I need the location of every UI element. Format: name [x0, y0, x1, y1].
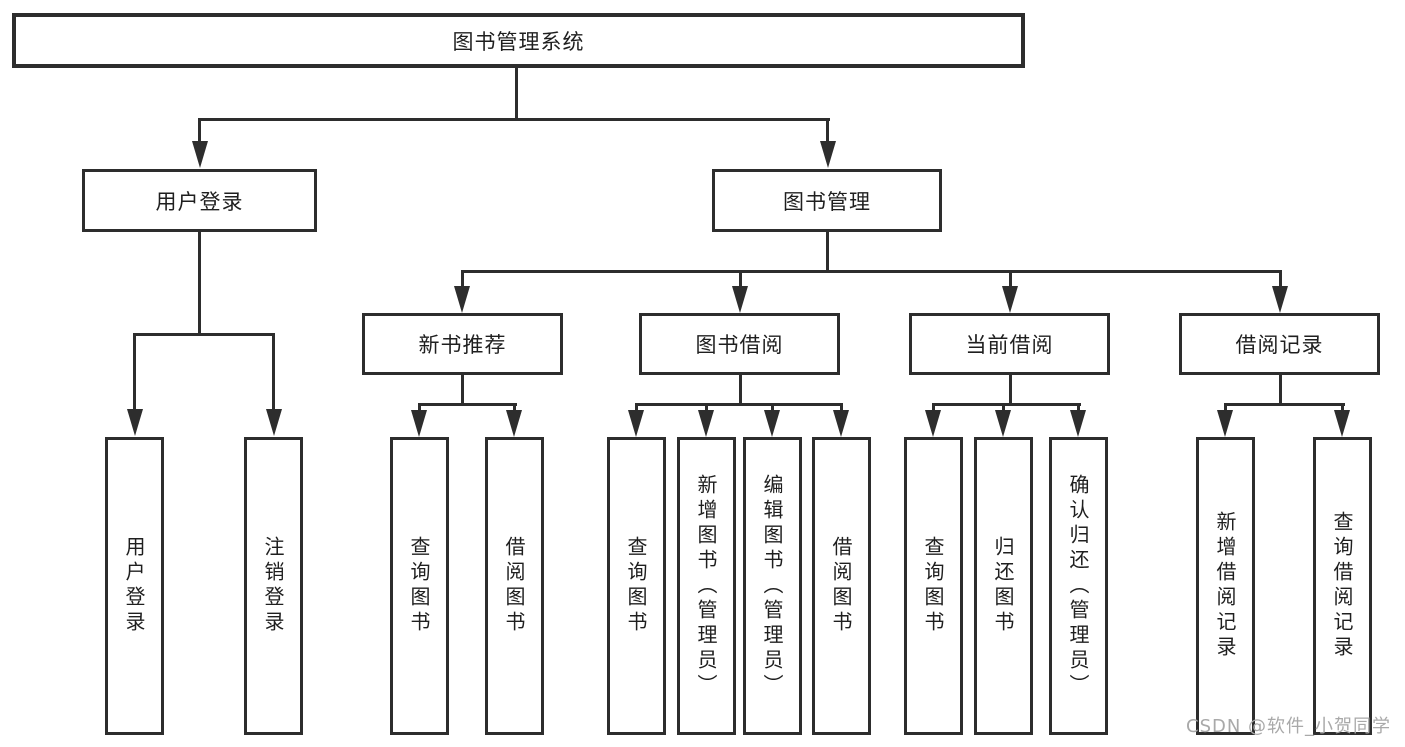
- csdn-watermark: CSDN @软件_小贺同学: [1186, 716, 1392, 737]
- arrow-down-icon: [454, 286, 470, 313]
- node-label-user-login: 用户登录: [155, 189, 244, 214]
- connector-root-stem: [515, 68, 518, 121]
- connector-book-mgmt-stem: [826, 232, 829, 273]
- node-leaf-newbooks-query: 查询图书: [390, 437, 449, 735]
- arrow-down-icon: [411, 410, 427, 437]
- node-library-management-system: 图书管理系统: [12, 13, 1025, 68]
- node-leaf-current-return: 归还图书: [974, 437, 1033, 735]
- connector-user-login-split: [133, 333, 275, 336]
- connector-leaf-stem: [771, 403, 774, 411]
- node-user-login: 用户登录: [82, 169, 317, 232]
- connector-leaf-stem: [1077, 403, 1080, 411]
- connector-new-books-split: [418, 403, 517, 406]
- node-leaf-borrow-borrow: 借阅图书: [812, 437, 871, 735]
- node-label-book-borrow: 图书借阅: [695, 333, 784, 357]
- node-leaf-logout: 注销登录: [244, 437, 303, 735]
- arrow-down-icon: [833, 410, 849, 437]
- arrow-down-icon: [628, 410, 644, 437]
- connector-leaf-stem: [1002, 403, 1005, 411]
- connector-to-new-books: [461, 270, 464, 287]
- node-label-leaf-logout: 注销登录: [261, 536, 285, 636]
- arrow-down-icon: [1272, 286, 1288, 313]
- connector-leaf-stem: [840, 403, 843, 411]
- arrow-down-icon: [506, 410, 522, 437]
- connector-leaf-stem: [932, 403, 935, 411]
- arrow-down-icon: [266, 409, 282, 436]
- connector-leaf-stem: [705, 403, 708, 411]
- connector-leaf-stem: [418, 403, 421, 411]
- node-leaf-borrow-add: 新增图书（管理员）: [677, 437, 736, 735]
- node-label-leaf-borrow-add: 新增图书（管理员）: [694, 473, 718, 699]
- connector-to-leaf-user-login: [133, 333, 136, 410]
- connector-borrow-records-stem: [1279, 375, 1282, 406]
- node-label-root: 图书管理系统: [452, 29, 585, 54]
- node-label-leaf-newbooks-borrow: 借阅图书: [502, 536, 526, 636]
- connector-leaf-stem: [635, 403, 638, 411]
- connector-to-user-login: [198, 118, 201, 142]
- arrow-down-icon: [820, 141, 836, 168]
- arrow-down-icon: [127, 409, 143, 436]
- connector-leaf-stem: [1224, 403, 1227, 411]
- node-label-borrow-records: 借阅记录: [1235, 333, 1324, 357]
- arrow-down-icon: [925, 410, 941, 437]
- node-book-borrow: 图书借阅: [639, 313, 840, 375]
- node-leaf-borrow-query: 查询图书: [607, 437, 666, 735]
- connector-new-books-stem: [461, 375, 464, 406]
- node-label-leaf-borrow-query: 查询图书: [624, 536, 648, 636]
- node-label-leaf-records-query: 查询借阅记录: [1330, 511, 1354, 661]
- node-leaf-current-confirm: 确认归还（管理员）: [1049, 437, 1108, 735]
- node-label-leaf-records-add: 新增借阅记录: [1213, 511, 1237, 661]
- connector-book-mgmt-split: [461, 270, 1282, 273]
- connector-current-borrow-split: [932, 403, 1081, 406]
- node-label-leaf-borrow-borrow: 借阅图书: [829, 536, 853, 636]
- node-label-leaf-current-query: 查询图书: [921, 536, 945, 636]
- connector-user-login-stem: [198, 232, 201, 336]
- node-label-leaf-current-confirm: 确认归还（管理员）: [1066, 473, 1090, 699]
- node-leaf-records-query: 查询借阅记录: [1313, 437, 1372, 735]
- node-label-leaf-current-return: 归还图书: [991, 536, 1015, 636]
- arrow-down-icon: [995, 410, 1011, 437]
- arrow-down-icon: [764, 410, 780, 437]
- arrow-down-icon: [698, 410, 714, 437]
- connector-to-book-mgmt: [826, 118, 829, 142]
- node-leaf-user-login: 用户登录: [105, 437, 164, 735]
- connector-leaf-stem: [513, 403, 516, 411]
- arrow-down-icon: [1070, 410, 1086, 437]
- node-label-leaf-user-login: 用户登录: [122, 536, 146, 636]
- connector-to-current-borrow: [1009, 270, 1012, 287]
- connector-to-leaf-logout: [272, 333, 275, 410]
- node-label-leaf-borrow-edit: 编辑图书（管理员）: [760, 473, 784, 699]
- arrow-down-icon: [1002, 286, 1018, 313]
- connector-leaf-stem: [1341, 403, 1344, 411]
- node-book-mgmt: 图书管理: [712, 169, 942, 232]
- node-label-leaf-newbooks-query: 查询图书: [407, 536, 431, 636]
- node-leaf-newbooks-borrow: 借阅图书: [485, 437, 544, 735]
- node-leaf-current-query: 查询图书: [904, 437, 963, 735]
- node-label-book-mgmt: 图书管理: [783, 189, 871, 214]
- arrow-down-icon: [732, 286, 748, 313]
- node-label-current-borrow: 当前借阅: [965, 333, 1054, 357]
- arrow-down-icon: [1334, 410, 1350, 437]
- node-leaf-borrow-edit: 编辑图书（管理员）: [743, 437, 802, 735]
- connector-current-borrow-stem: [1009, 375, 1012, 406]
- connector-to-borrow-records: [1279, 270, 1282, 287]
- node-borrow-records: 借阅记录: [1179, 313, 1380, 375]
- arrow-down-icon: [192, 141, 208, 168]
- node-current-borrow: 当前借阅: [909, 313, 1110, 375]
- connector-to-book-borrow: [739, 270, 742, 287]
- arrow-down-icon: [1217, 410, 1233, 437]
- connector-book-borrow-split: [635, 403, 843, 406]
- connector-root-split: [198, 118, 830, 121]
- connector-book-borrow-stem: [739, 375, 742, 406]
- node-leaf-records-add: 新增借阅记录: [1196, 437, 1255, 735]
- node-label-new-books: 新书推荐: [418, 333, 507, 357]
- node-new-books: 新书推荐: [362, 313, 563, 375]
- connector-borrow-records-split: [1224, 403, 1345, 406]
